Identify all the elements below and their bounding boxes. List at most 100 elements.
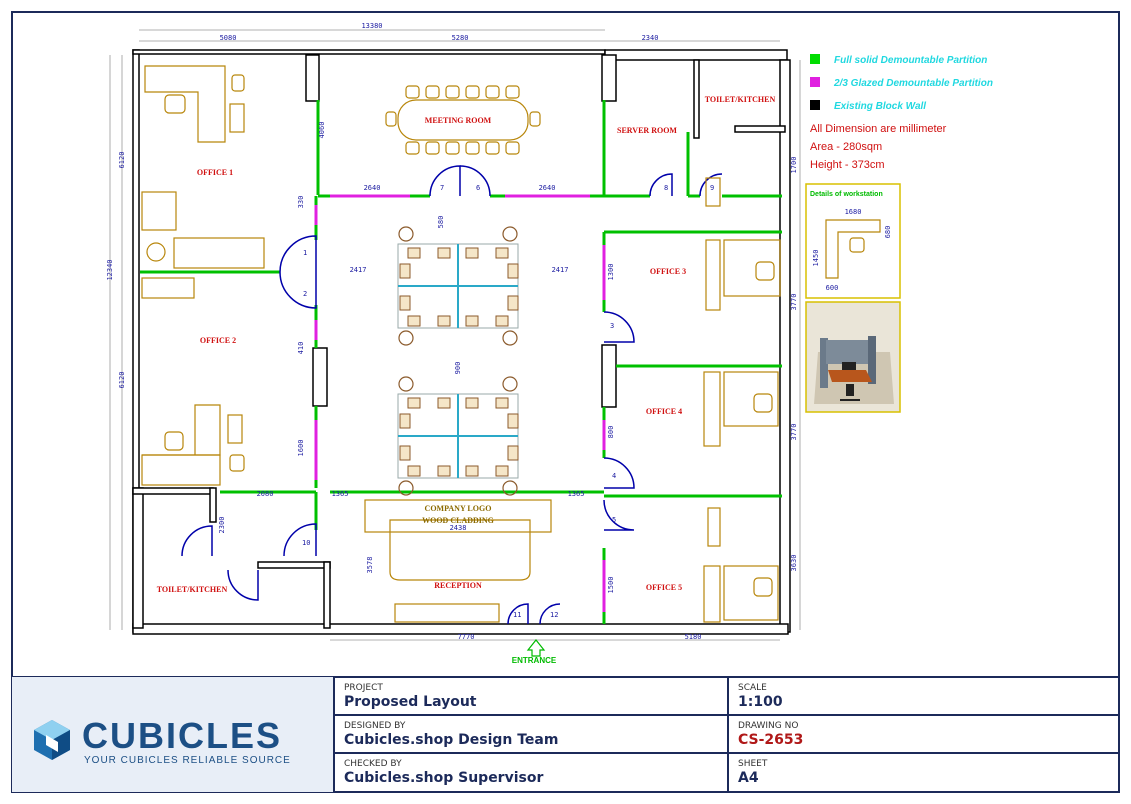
dim-toilet-h: 2300 [218, 517, 226, 534]
room-toilet-bottom: TOILET/KITCHEN [157, 585, 228, 594]
door-number: 1 [303, 249, 307, 257]
room-office-3: OFFICE 3 [650, 267, 686, 276]
dim-p3: 1600 [297, 440, 305, 457]
sheet-value: A4 [738, 770, 759, 786]
checked-label: CHECKED BY [344, 759, 402, 769]
logo-wall-line-1: COMPANY LOGO [425, 504, 492, 513]
entrance-label: ENTRANCE [512, 656, 557, 665]
dim-right-d: 3630 [790, 555, 798, 572]
workstation-detail: Details of workstation 1680 680 1450 600 [805, 183, 901, 413]
workstation-desk-plan [825, 219, 881, 279]
door-number: 2 [303, 290, 307, 298]
dim-p2: 410 [297, 342, 305, 355]
dim-gap-top: 580 [437, 216, 445, 229]
logo-wordmark: CUBICLES [82, 715, 282, 756]
cubicles-logo-icon [34, 720, 70, 760]
room-labels: OFFICE 1 OFFICE 2 OFFICE 3 OFFICE 4 OFFI… [157, 95, 776, 594]
dim-bottom-total-l: 7770 [458, 633, 475, 641]
dim-p1: 330 [297, 196, 305, 209]
workstation-detail-title: Details of workstation [810, 191, 883, 198]
note-area: Area - 280sqm [810, 141, 882, 153]
logo-wall-line-2: WOOD CLADDING [422, 516, 494, 525]
door-number: 12 [550, 611, 558, 619]
sheet-label: SHEET [738, 759, 768, 769]
room-office-5: OFFICE 5 [646, 583, 682, 592]
entrance-marker: ENTRANCE [512, 639, 557, 665]
dim-reception-w: 2438 [450, 524, 467, 532]
dim-left-lower: 6120 [118, 372, 126, 389]
ws-dim-depth: 680 [884, 226, 892, 239]
logo-tagline: YOUR CUBICLES RELIABLE SOURCE [84, 755, 291, 766]
title-block: CUBICLES YOUR CUBICLES RELIABLE SOURCE P… [12, 677, 1119, 792]
legend-swatch-glazed [810, 77, 820, 87]
room-office-1: OFFICE 1 [197, 168, 233, 177]
dim-meeting-h: 4060 [318, 122, 326, 139]
legend-label-glazed: 2/3 Glazed Demountable Partition [833, 78, 993, 89]
dim-bottom-mid-r: 1365 [568, 490, 585, 498]
legend-swatch-block [810, 100, 820, 110]
dim-p5: 800 [607, 426, 615, 439]
furniture [141, 65, 781, 623]
dim-right-b: 3770 [790, 294, 798, 311]
room-server: SERVER ROOM [617, 126, 677, 135]
door-number: 8 [664, 184, 668, 192]
dim-top-right: 2340 [642, 34, 659, 42]
door-number: 10 [302, 539, 310, 547]
dim-right-c: 3770 [790, 424, 798, 441]
designed-label: DESIGNED BY [344, 721, 406, 731]
entrance-arrow-icon [526, 639, 546, 657]
dim-bottom-total-r: 5180 [685, 633, 702, 641]
partitions [140, 100, 782, 624]
dim-mid-left: 2417 [350, 266, 367, 274]
ws-dim-width: 1680 [845, 208, 862, 216]
legend: Full solid Demountable Partition 2/3 Gla… [810, 54, 993, 171]
existing-walls [132, 49, 791, 635]
legend-swatch-solid [810, 54, 820, 64]
checked-value: Cubicles.shop Supervisor [344, 770, 543, 786]
legend-label-solid: Full solid Demountable Partition [834, 55, 987, 66]
room-office-4: OFFICE 4 [646, 407, 682, 416]
dim-bottom-mid-l: 1365 [332, 490, 349, 498]
dimension-lines [109, 29, 801, 641]
drawing-no-label: DRAWING NO [738, 721, 798, 731]
door-number: 5 [612, 516, 616, 524]
designed-value: Cubicles.shop Design Team [344, 732, 558, 748]
doors [181, 165, 723, 625]
ws-dim-height: 1450 [812, 250, 820, 267]
dim-gap-mid: 900 [454, 362, 462, 375]
door-number: 3 [610, 322, 614, 330]
door-number: 4 [612, 472, 616, 480]
door-numbers: 1 2 3 4 5 6 7 8 9 10 11 12 [302, 184, 714, 619]
door-number: 11 [513, 611, 521, 619]
dim-corr-left: 2640 [364, 184, 381, 192]
workstation-render-image [814, 336, 894, 404]
scale-value: 1:100 [738, 694, 783, 710]
door-number: 9 [710, 184, 714, 192]
dim-reception-h: 3578 [366, 557, 374, 574]
dim-p4: 1300 [607, 264, 615, 281]
dim-mid-right: 2417 [552, 266, 569, 274]
room-meeting: MEETING ROOM [425, 116, 492, 125]
room-toilet-top: TOILET/KITCHEN [705, 95, 776, 104]
legend-label-block: Existing Block Wall [834, 101, 926, 112]
door-number: 6 [476, 184, 480, 192]
workstation-chair [849, 237, 865, 253]
workstation-cluster [397, 376, 519, 496]
dim-top-total: 13380 [361, 22, 382, 30]
project-label: PROJECT [344, 683, 383, 693]
workstation-cluster [397, 226, 519, 346]
room-office-2: OFFICE 2 [200, 336, 236, 345]
dim-top-left: 5080 [220, 34, 237, 42]
dim-right-a: 1700 [790, 157, 798, 174]
dimension-texts: 13380 5080 5280 2340 12340 6120 6120 406… [106, 22, 798, 641]
note-height: Height - 373cm [810, 159, 885, 171]
dim-left-total: 12340 [106, 259, 114, 280]
sheet-border [11, 11, 1120, 793]
room-reception: RECEPTION [434, 581, 482, 590]
scale-label: SCALE [738, 683, 767, 693]
project-value: Proposed Layout [344, 694, 477, 710]
dim-top-mid: 5280 [452, 34, 469, 42]
workstation-detail-frame [805, 183, 901, 299]
dim-p6: 1500 [607, 577, 615, 594]
